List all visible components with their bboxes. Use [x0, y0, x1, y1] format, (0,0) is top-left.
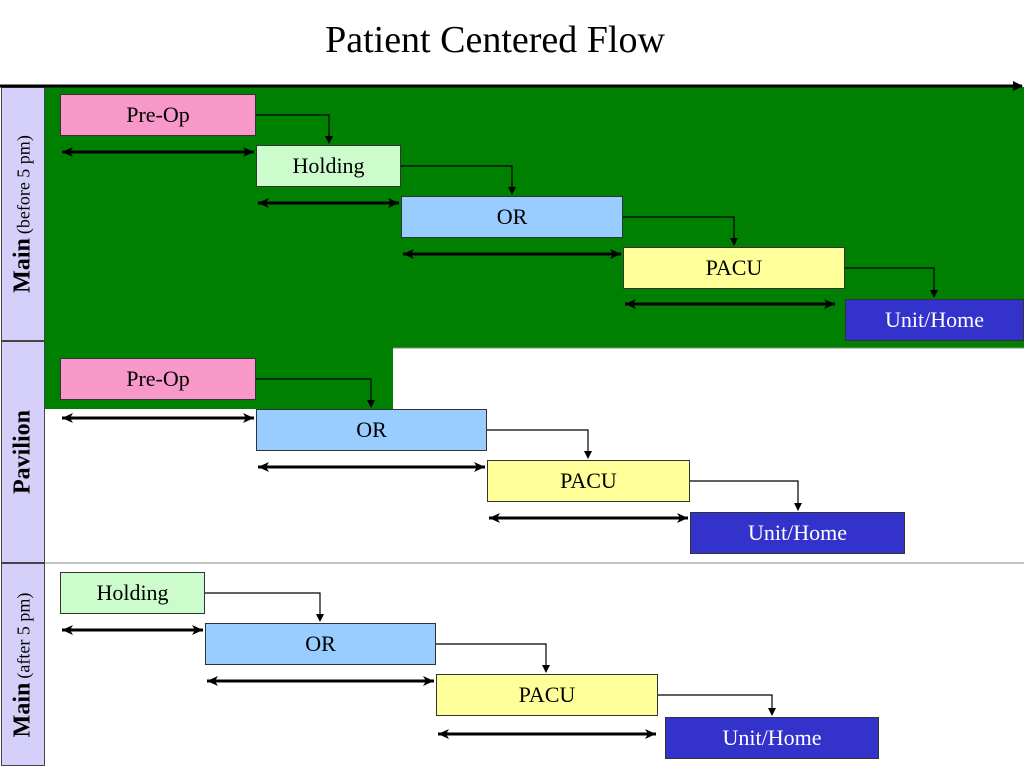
connector-arrow [205, 592, 324, 622]
lane-label-main-before-5pm: Main (before 5 pm) [1, 87, 45, 341]
step-box-pacu: PACU [436, 674, 658, 716]
step-box-or: OR [205, 623, 436, 665]
page-title: Patient Centered Flow [325, 19, 665, 61]
connector-arrow [623, 216, 738, 246]
lane-label-main-after-5pm: Main (after 5 pm) [1, 563, 45, 766]
connector-arrow [658, 694, 776, 716]
step-box-unit-home: Unit/Home [845, 299, 1024, 341]
step-box-or: OR [401, 196, 623, 238]
step-box-pacu: PACU [487, 460, 690, 502]
step-box-pacu: PACU [623, 247, 845, 289]
connector-arrow [256, 378, 375, 408]
step-box-holding: Holding [60, 572, 205, 614]
connector-arrow [845, 267, 938, 298]
connector-arrow [436, 643, 550, 673]
connector-arrow [256, 114, 333, 144]
step-box-unit-home: Unit/Home [690, 512, 905, 554]
step-box-holding: Holding [256, 145, 401, 187]
connector-arrow [401, 165, 516, 195]
step-box-or: OR [256, 409, 487, 451]
step-box-unit-home: Unit/Home [665, 717, 879, 759]
step-box-preop: Pre-Op [60, 94, 256, 136]
connector-arrow [690, 480, 802, 511]
connector-arrow [487, 429, 592, 459]
step-box-preop: Pre-Op [60, 358, 256, 400]
lane-label-pavilion: Pavilion [1, 341, 45, 563]
